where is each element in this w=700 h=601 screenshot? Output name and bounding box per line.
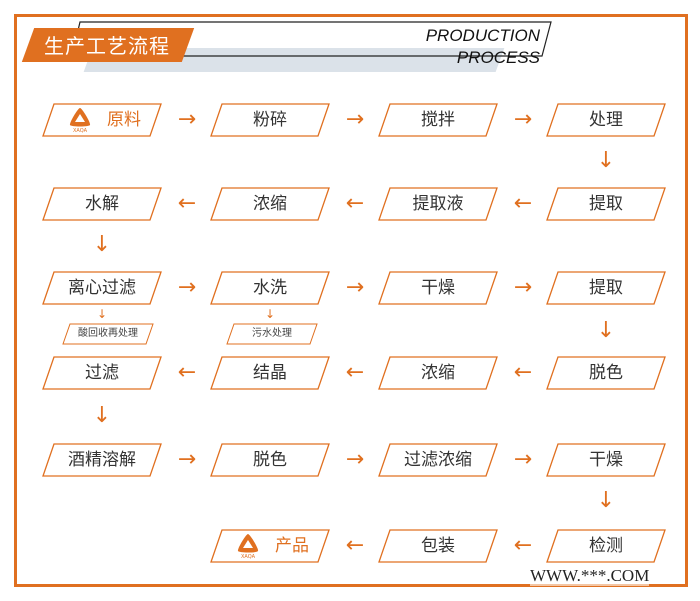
arrow-left-icon: ← — [345, 533, 365, 558]
page-title: 生产工艺流程 — [44, 34, 170, 58]
arrow-right-icon: → — [513, 275, 533, 300]
step-decolorization-2: 脱色 — [210, 443, 330, 477]
step-filtration: 过滤 — [42, 356, 162, 390]
step-inspection: 检测 — [546, 529, 666, 563]
step-concentration: 浓缩 — [210, 187, 330, 221]
svg-text:XAQA: XAQA — [73, 128, 88, 133]
side-output-label: 酸回收再处理 — [78, 328, 138, 339]
arrow-left-icon: ← — [513, 533, 533, 558]
step-packaging: 包装 — [378, 529, 498, 563]
step-filter-concentrate: 过滤浓缩 — [378, 443, 498, 477]
step-label: 酒精溶解 — [68, 450, 136, 470]
step-label: 提取 — [589, 194, 623, 214]
side-output-acid-recovery: 酸回收再处理 — [62, 323, 154, 345]
step-drying: 干燥 — [378, 271, 498, 305]
step-drying-2: 干燥 — [546, 443, 666, 477]
arrow-down-icon: ↓ — [596, 488, 616, 513]
arrow-left-icon: ← — [177, 191, 197, 216]
step-label: 浓缩 — [253, 194, 287, 214]
arrow-right-icon: → — [513, 107, 533, 132]
step-crushing: 粉碎 — [210, 103, 330, 137]
step-label: 脱色 — [589, 363, 623, 383]
arrow-right-icon: → — [177, 447, 197, 472]
step-label: 结晶 — [253, 363, 287, 383]
side-output-label: 污水处理 — [252, 328, 292, 339]
step-extract-liquid: 提取液 — [378, 187, 498, 221]
step-label: 产品 — [275, 536, 309, 556]
page-title-english: PRODUCTION PROCESS — [425, 26, 540, 67]
step-label: 脱色 — [253, 450, 287, 470]
step-label: 干燥 — [421, 278, 455, 298]
arrow-right-icon: → — [177, 275, 197, 300]
arrow-right-icon: → — [513, 447, 533, 472]
step-label: 水洗 — [253, 278, 287, 298]
step-label: 原料 — [107, 110, 141, 130]
step-label: 提取 — [589, 278, 623, 298]
step-label: 搅拌 — [421, 110, 455, 130]
diagram-frame — [14, 14, 688, 587]
arrow-down-icon: ↓ — [92, 232, 112, 257]
arrow-down-icon: ↓ — [596, 148, 616, 173]
step-label: 水解 — [85, 194, 119, 214]
arrow-left-icon: ← — [345, 191, 365, 216]
step-label: 过滤浓缩 — [404, 450, 472, 470]
step-concentration-2: 浓缩 — [378, 356, 498, 390]
step-label: 过滤 — [85, 363, 119, 383]
arrow-right-icon: → — [345, 275, 365, 300]
step-stirring: 搅拌 — [378, 103, 498, 137]
step-raw-material: XAQA 原料 — [42, 103, 162, 137]
arrow-down-small-icon: ↓ — [264, 307, 276, 321]
arrow-right-icon: → — [345, 107, 365, 132]
arrow-right-icon: → — [345, 447, 365, 472]
step-label: 浓缩 — [421, 363, 455, 383]
arrow-left-icon: ← — [513, 360, 533, 385]
arrow-down-icon: ↓ — [596, 318, 616, 343]
step-extraction-2: 提取 — [546, 271, 666, 305]
arrow-left-icon: ← — [513, 191, 533, 216]
arrow-right-icon: → — [177, 107, 197, 132]
step-label: 粉碎 — [253, 110, 287, 130]
step-label: 处理 — [589, 110, 623, 130]
arrow-left-icon: ← — [177, 360, 197, 385]
arrow-down-icon: ↓ — [92, 403, 112, 428]
step-alcohol-dissolution: 酒精溶解 — [42, 443, 162, 477]
side-output-wastewater: 污水处理 — [226, 323, 318, 345]
step-decolorization: 脱色 — [546, 356, 666, 390]
watermark: WWW.***.COM — [530, 566, 650, 586]
xaqa-logo-icon: XAQA — [69, 108, 91, 133]
step-label: 干燥 — [589, 450, 623, 470]
step-crystallization: 结晶 — [210, 356, 330, 390]
step-centrifugal-filtration: 离心过滤 — [42, 271, 162, 305]
step-product: XAQA 产品 — [210, 529, 330, 563]
arrow-left-icon: ← — [345, 360, 365, 385]
step-label: 检测 — [589, 536, 623, 556]
svg-text:XAQA: XAQA — [241, 554, 256, 559]
step-treatment: 处理 — [546, 103, 666, 137]
arrow-down-small-icon: ↓ — [96, 307, 108, 321]
step-label: 提取液 — [412, 194, 464, 214]
step-label: 离心过滤 — [68, 278, 136, 298]
step-hydrolysis: 水解 — [42, 187, 162, 221]
xaqa-logo-icon: XAQA — [237, 534, 259, 559]
step-water-wash: 水洗 — [210, 271, 330, 305]
step-label: 包装 — [421, 536, 455, 556]
step-extraction: 提取 — [546, 187, 666, 221]
